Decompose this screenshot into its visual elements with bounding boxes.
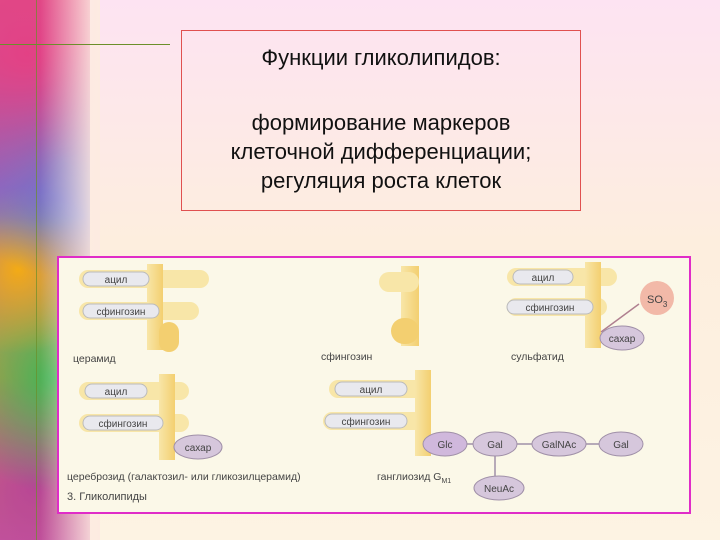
ganglioside-sugar-glc-label: Glc (438, 440, 453, 451)
sulfatide-so3: SO3 (647, 294, 668, 309)
sulfatide-group: ацил сфингозин сахар SO3 сульфатид (506, 262, 674, 363)
ceramide-sphingosine-pill (82, 303, 160, 319)
ceramide-caption: церамид (73, 353, 116, 365)
sulfatide-so3-sub: 3 (663, 300, 668, 309)
ganglioside-caption: ганглиозид GM1 (377, 471, 451, 485)
ceramide-group: ацил сфингозин церамид (73, 264, 209, 365)
ceramide-head (159, 322, 179, 352)
sulfatide-sphingosine-pill (506, 299, 594, 315)
ganglioside-sugar-gal-1-label: Gal (487, 440, 503, 451)
sphingosine-group: сфингозин (321, 266, 419, 363)
sulfatide-link-line (600, 303, 640, 333)
sulfatide-acyl-label: ацил (532, 273, 555, 284)
ganglioside-sugar-glc (422, 431, 468, 457)
cerebroside-sugar (173, 434, 223, 460)
ganglioside-caption-sub: M1 (441, 478, 451, 485)
body-line-3: регуляция роста клеток (260, 168, 502, 193)
ceramide-sphingosine-label: сфингозин (97, 306, 146, 318)
cerebroside-sugar-label: сахар (185, 443, 212, 454)
sulfatide-sphingosine-label: сфингозин (526, 302, 575, 314)
sulfatide-caption: сульфатид (511, 351, 564, 363)
ganglioside-backbone (415, 370, 431, 456)
ganglioside-group: ацил сфингозин Glc Gal GalNAc Gal NeuAc … (323, 370, 644, 501)
glycolipid-figure: ацил сфингозин церамид сфингозин ацил сф… (57, 256, 691, 514)
ganglioside-sugar-neuac-label: NeuAc (484, 484, 514, 495)
cerebroside-sphingosine-pill (82, 415, 164, 431)
ganglioside-sugar-galnac-label: GalNAc (542, 440, 576, 451)
decorative-horizontal-line (0, 44, 170, 45)
body-line-2: клеточной дифференциации; (230, 139, 532, 164)
sulfatide-sugar-label: сахар (609, 334, 636, 345)
ganglioside-sphingosine-label: сфингозин (342, 416, 391, 428)
sphingosine-chain-1 (379, 272, 419, 292)
figure-caption: 3. Гликолипиды (67, 491, 147, 503)
ganglioside-sugar-gal-1 (472, 431, 518, 457)
ceramide-acyl-label: ацил (105, 275, 128, 286)
body-line-1: формирование маркеров (251, 110, 511, 135)
sulfatide-so3-text: SO (647, 294, 663, 306)
ganglioside-sugar-neuac (473, 475, 525, 501)
ganglioside-sugar-gal-2-label: Gal (613, 440, 629, 451)
sulfatide-acyl-pill (512, 269, 574, 285)
sphingosine-head (391, 318, 419, 344)
title-box: Функции гликолипидов: формирование марке… (181, 30, 581, 211)
cerebroside-acyl-label: ацил (105, 387, 128, 398)
cerebroside-group: ацил сфингозин сахар цереброзид (галакто… (67, 374, 301, 483)
sulfatide-sugar (599, 325, 645, 351)
ganglioside-sugar-galnac (531, 431, 587, 457)
sphingosine-caption: сфингозин (321, 351, 373, 363)
ganglioside-acyl-pill (334, 381, 408, 397)
slide-title: Функции гликолипидов: (261, 45, 501, 70)
ganglioside-sphingosine-pill (324, 413, 408, 429)
ganglioside-acyl-label: ацил (360, 385, 383, 396)
cerebroside-backbone (159, 374, 175, 460)
cerebroside-caption: цереброзид (галактозил- или гликозилцера… (67, 471, 301, 483)
glycolipid-diagram: ацил сфингозин церамид сфингозин ацил сф… (67, 262, 674, 503)
cerebroside-acyl-pill (84, 383, 148, 399)
ceramide-acyl-pill (82, 271, 150, 287)
ganglioside-caption-text: ганглиозид G (377, 471, 441, 483)
decorative-vertical-line (36, 0, 37, 540)
slide-body: формирование маркеров клеточной дифферен… (182, 108, 580, 195)
cerebroside-sphingosine-label: сфингозин (99, 418, 148, 430)
sulfatide-so3-group (640, 281, 674, 315)
ganglioside-sugar-gal-2 (598, 431, 644, 457)
